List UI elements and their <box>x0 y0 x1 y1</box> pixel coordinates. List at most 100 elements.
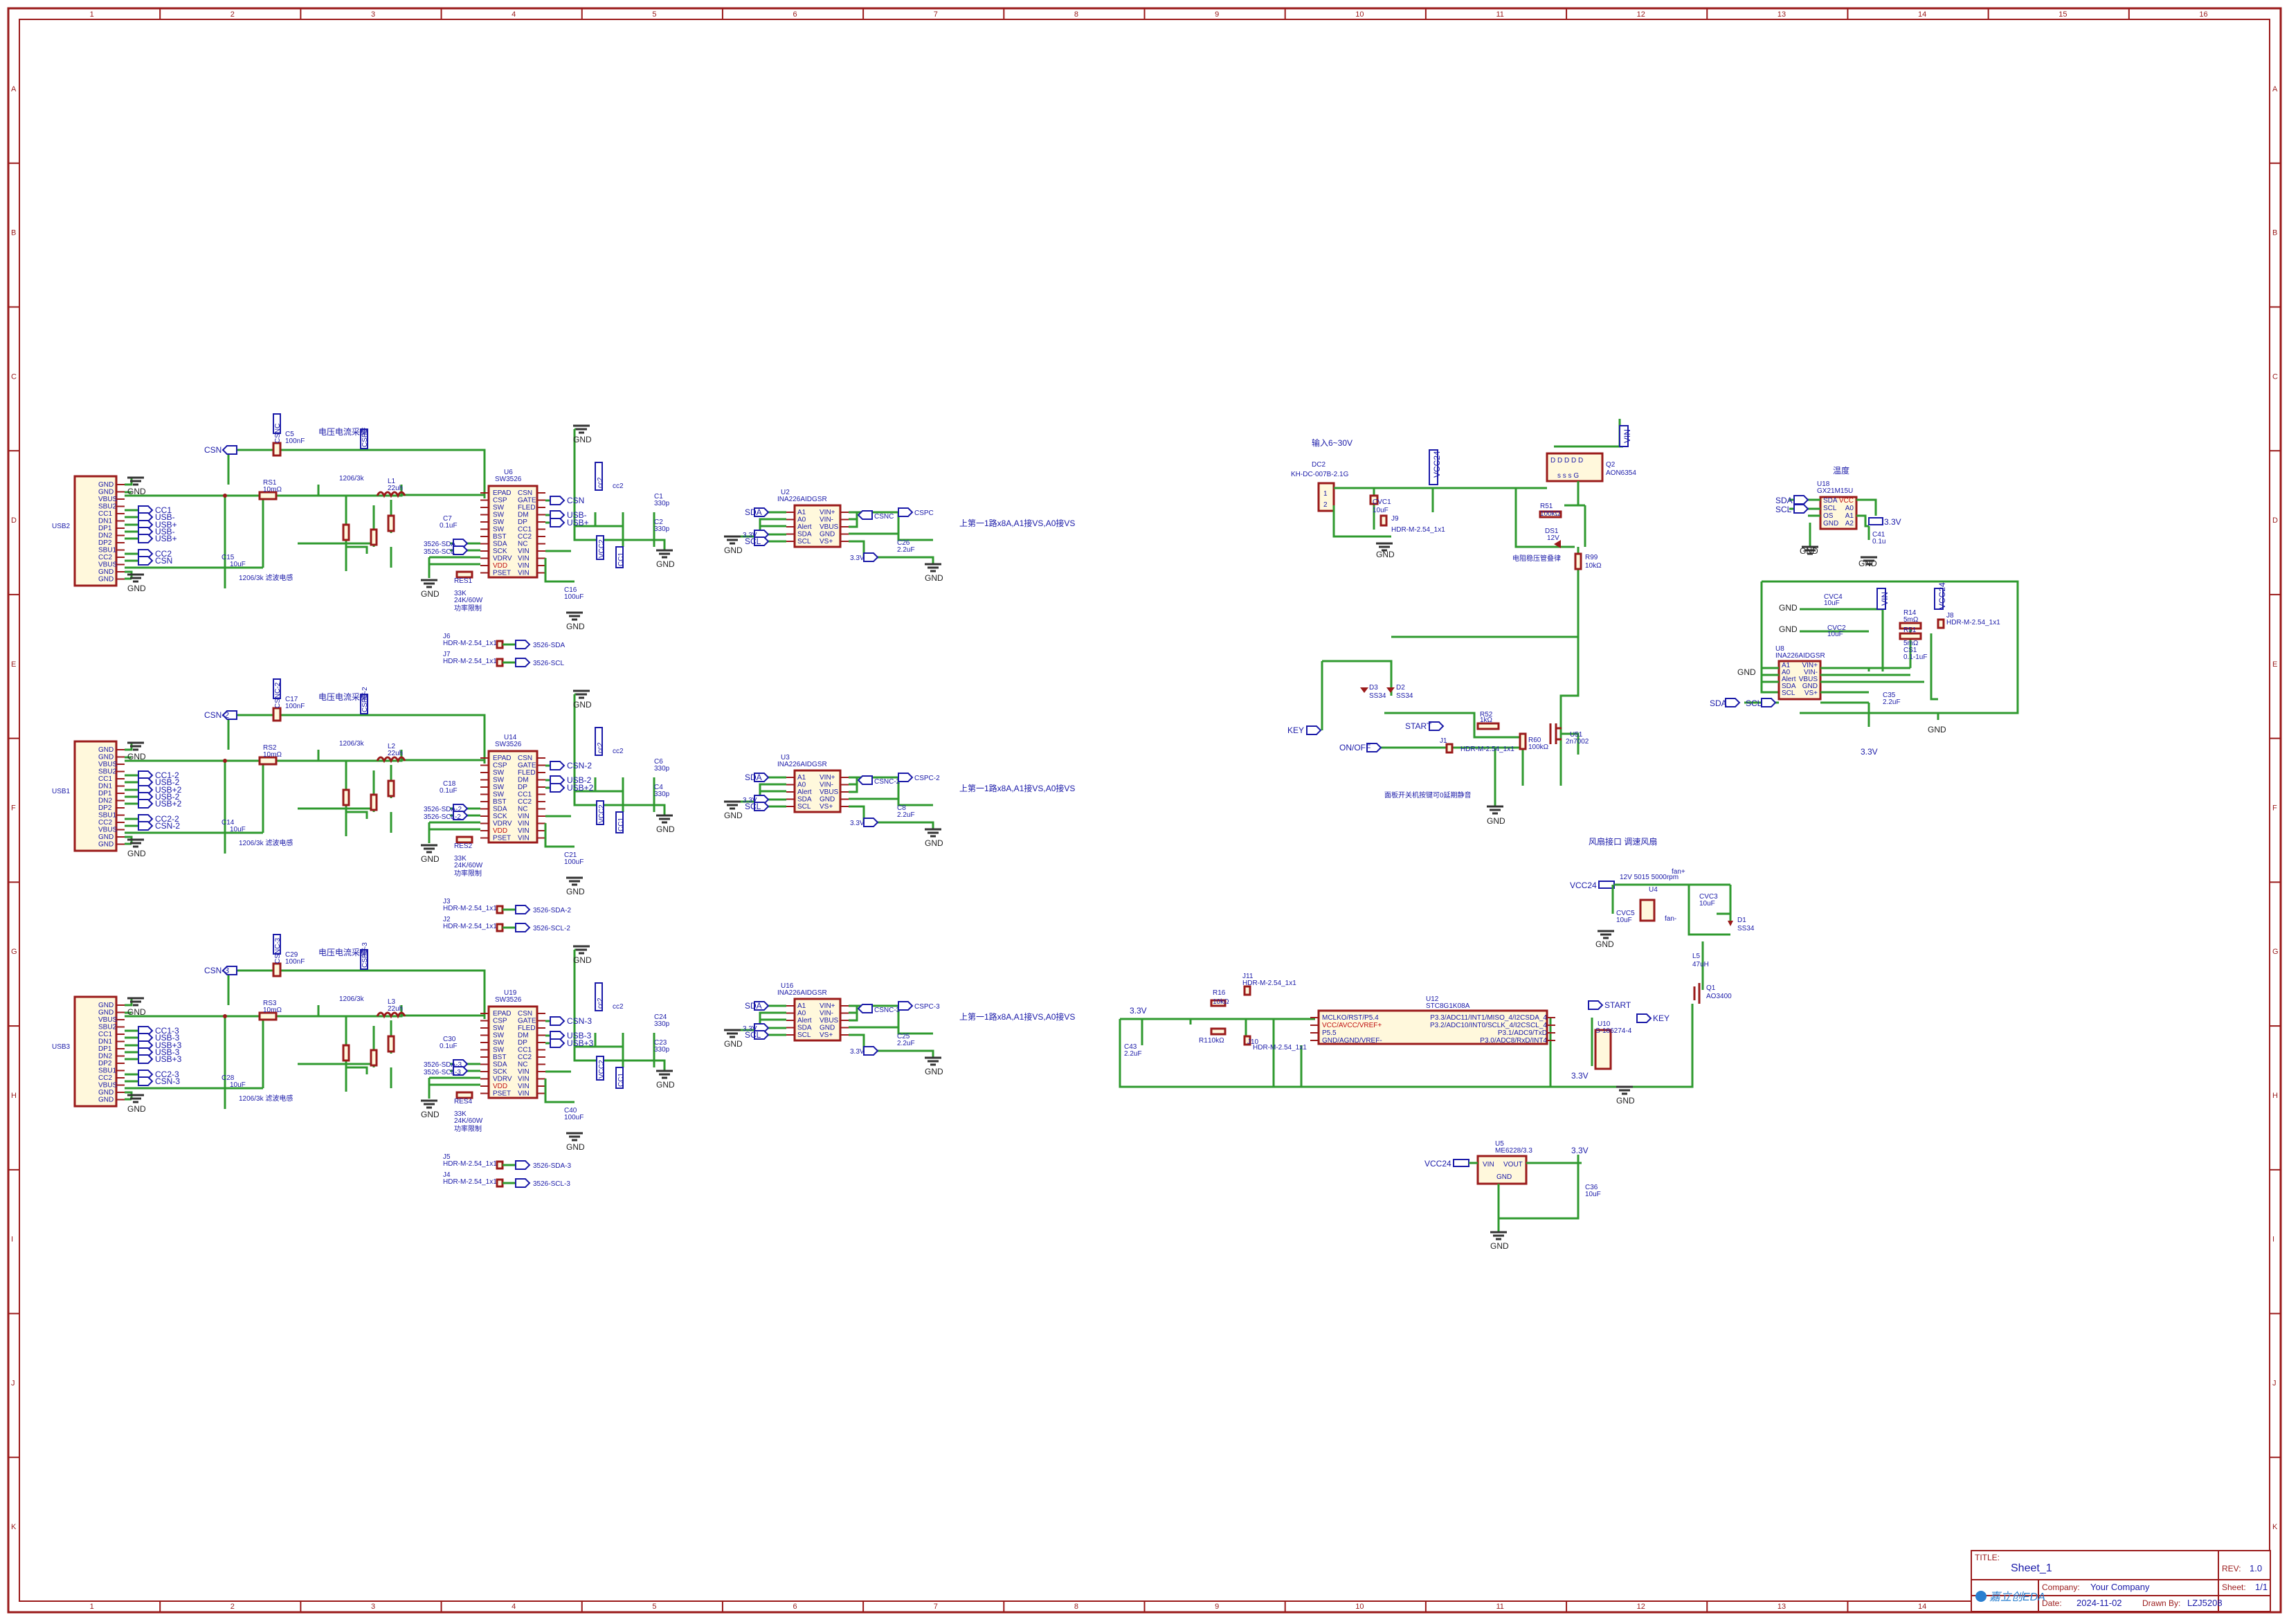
top-capacitor[interactable] <box>272 707 282 722</box>
inductor-symbol[interactable] <box>376 491 406 498</box>
cc2-flag[interactable] <box>595 462 603 491</box>
q1-mosfet[interactable] <box>1693 983 1701 1004</box>
sense-resistor[interactable] <box>258 1011 278 1021</box>
vcc2-flag[interactable] <box>596 800 604 825</box>
scl-net-flag[interactable] <box>1793 504 1809 514</box>
usb-net-4-flag[interactable] <box>138 799 154 809</box>
u12-mcu[interactable] <box>1317 1009 1548 1045</box>
sense-resistor[interactable] <box>258 491 278 500</box>
hdr2-symbol[interactable] <box>496 923 504 932</box>
dc-jack-symbol[interactable] <box>1317 482 1335 512</box>
u10-connector[interactable] <box>1594 1029 1612 1070</box>
csnc-flag[interactable] <box>273 678 281 699</box>
cspc-flag[interactable] <box>360 694 368 714</box>
usb-connector-symbol[interactable] <box>73 475 118 587</box>
r60-resistor[interactable] <box>1519 732 1527 750</box>
ina-cspc-flag[interactable] <box>898 773 914 782</box>
cc1-flag[interactable] <box>615 1067 624 1089</box>
j9-header[interactable] <box>1379 514 1388 527</box>
u1-resistor[interactable] <box>342 1044 350 1062</box>
ic-usbp-net-flag[interactable] <box>550 518 566 527</box>
j10-header[interactable] <box>1243 1035 1251 1046</box>
usb-net-6-flag[interactable] <box>138 821 154 831</box>
vcc24-net-flag[interactable] <box>1934 588 1944 610</box>
hdr1-symbol[interactable] <box>496 640 504 649</box>
hdr2-flag[interactable] <box>515 1178 531 1188</box>
usb-connector-symbol[interactable] <box>73 740 118 852</box>
cspc-flag[interactable] <box>360 949 368 970</box>
hdr2-flag[interactable] <box>515 658 531 667</box>
ina-3v3b-flag[interactable] <box>863 1046 879 1056</box>
vin-net-flag[interactable] <box>1876 588 1886 610</box>
res-resistor[interactable] <box>455 1091 473 1099</box>
u18-sensor[interactable] <box>1819 496 1858 530</box>
j8-header[interactable] <box>1937 618 1945 629</box>
vcc2-flag[interactable] <box>596 1056 604 1081</box>
r14-resistor[interactable] <box>1899 622 1922 630</box>
hdr1-symbol[interactable] <box>496 905 504 914</box>
ic-csn-net-flag[interactable] <box>550 1016 566 1026</box>
cc2-flag[interactable] <box>595 727 603 756</box>
ina-csnc-flag[interactable] <box>857 775 873 785</box>
start-net-flag[interactable] <box>1588 1000 1604 1010</box>
sw3526-ic[interactable] <box>487 1005 539 1099</box>
usb-net-6-flag[interactable] <box>138 556 154 566</box>
inductor-symbol[interactable] <box>376 756 406 764</box>
onoff-net-flag[interactable] <box>1366 743 1382 752</box>
r52-resistor[interactable] <box>1476 722 1500 730</box>
scl-net-flag[interactable] <box>1761 698 1777 707</box>
usb-net-6-flag[interactable] <box>138 1076 154 1086</box>
cc1-flag[interactable] <box>615 811 624 833</box>
hdr1-symbol[interactable] <box>496 1160 504 1170</box>
csn-net-flag[interactable] <box>221 445 237 455</box>
csn-net-flag[interactable] <box>221 710 237 720</box>
ic-csn-net-flag[interactable] <box>550 496 566 505</box>
ina-scl-flag[interactable] <box>754 802 770 811</box>
r99-resistor[interactable] <box>1574 552 1582 570</box>
u5-ldo[interactable] <box>1476 1155 1528 1185</box>
res-resistor[interactable] <box>455 836 473 844</box>
rb-resistor[interactable] <box>387 514 395 532</box>
r1-resistor[interactable] <box>1210 1027 1227 1036</box>
vin-net-flag[interactable] <box>1619 425 1629 447</box>
csn-net-flag[interactable] <box>221 966 237 975</box>
ina-csnc-flag[interactable] <box>857 1004 873 1013</box>
u1-resistor[interactable] <box>370 793 378 811</box>
u8-ina226[interactable] <box>1777 660 1822 701</box>
usb-net-4-flag[interactable] <box>138 1054 154 1064</box>
rb-resistor[interactable] <box>387 1035 395 1053</box>
hdr1-flag[interactable] <box>515 1160 531 1170</box>
ina-sda-flag[interactable] <box>754 1001 770 1011</box>
sw3526-ic[interactable] <box>487 485 539 579</box>
ic-usbp-net-flag[interactable] <box>550 1038 566 1048</box>
r51m-resistor[interactable] <box>1899 632 1922 640</box>
sense-resistor[interactable] <box>258 756 278 766</box>
hdr1-flag[interactable] <box>515 640 531 649</box>
usb-net-4-flag[interactable] <box>138 534 154 543</box>
j11-header[interactable] <box>1243 985 1251 996</box>
ina-sda-flag[interactable] <box>754 773 770 782</box>
ina-sda-flag[interactable] <box>754 507 770 517</box>
ds1-zener[interactable] <box>1554 540 1561 548</box>
csnc-flag[interactable] <box>273 934 281 955</box>
d2-diode[interactable] <box>1386 687 1395 693</box>
key-net-flag[interactable] <box>1636 1013 1652 1023</box>
u1-resistor[interactable] <box>370 1049 378 1067</box>
ina226-ic[interactable] <box>793 504 842 548</box>
csnc-flag[interactable] <box>273 413 281 434</box>
scl-flag[interactable] <box>453 1066 469 1076</box>
sda-net-flag[interactable] <box>1725 698 1741 707</box>
top-capacitor[interactable] <box>272 962 282 977</box>
cspc-flag[interactable] <box>360 428 368 449</box>
r51-resistor[interactable] <box>1539 510 1562 518</box>
vcc2-flag[interactable] <box>596 535 604 560</box>
key-net-flag[interactable] <box>1306 725 1322 735</box>
r16-resistor[interactable] <box>1210 999 1227 1007</box>
d1-diode[interactable] <box>1728 921 1733 926</box>
u1-resistor[interactable] <box>370 528 378 546</box>
q2-mosfet[interactable] <box>1546 452 1604 482</box>
sw3526-ic[interactable] <box>487 750 539 844</box>
cc2-flag[interactable] <box>595 982 603 1011</box>
ina-scl-flag[interactable] <box>754 536 770 546</box>
d3-diode[interactable] <box>1360 687 1368 693</box>
